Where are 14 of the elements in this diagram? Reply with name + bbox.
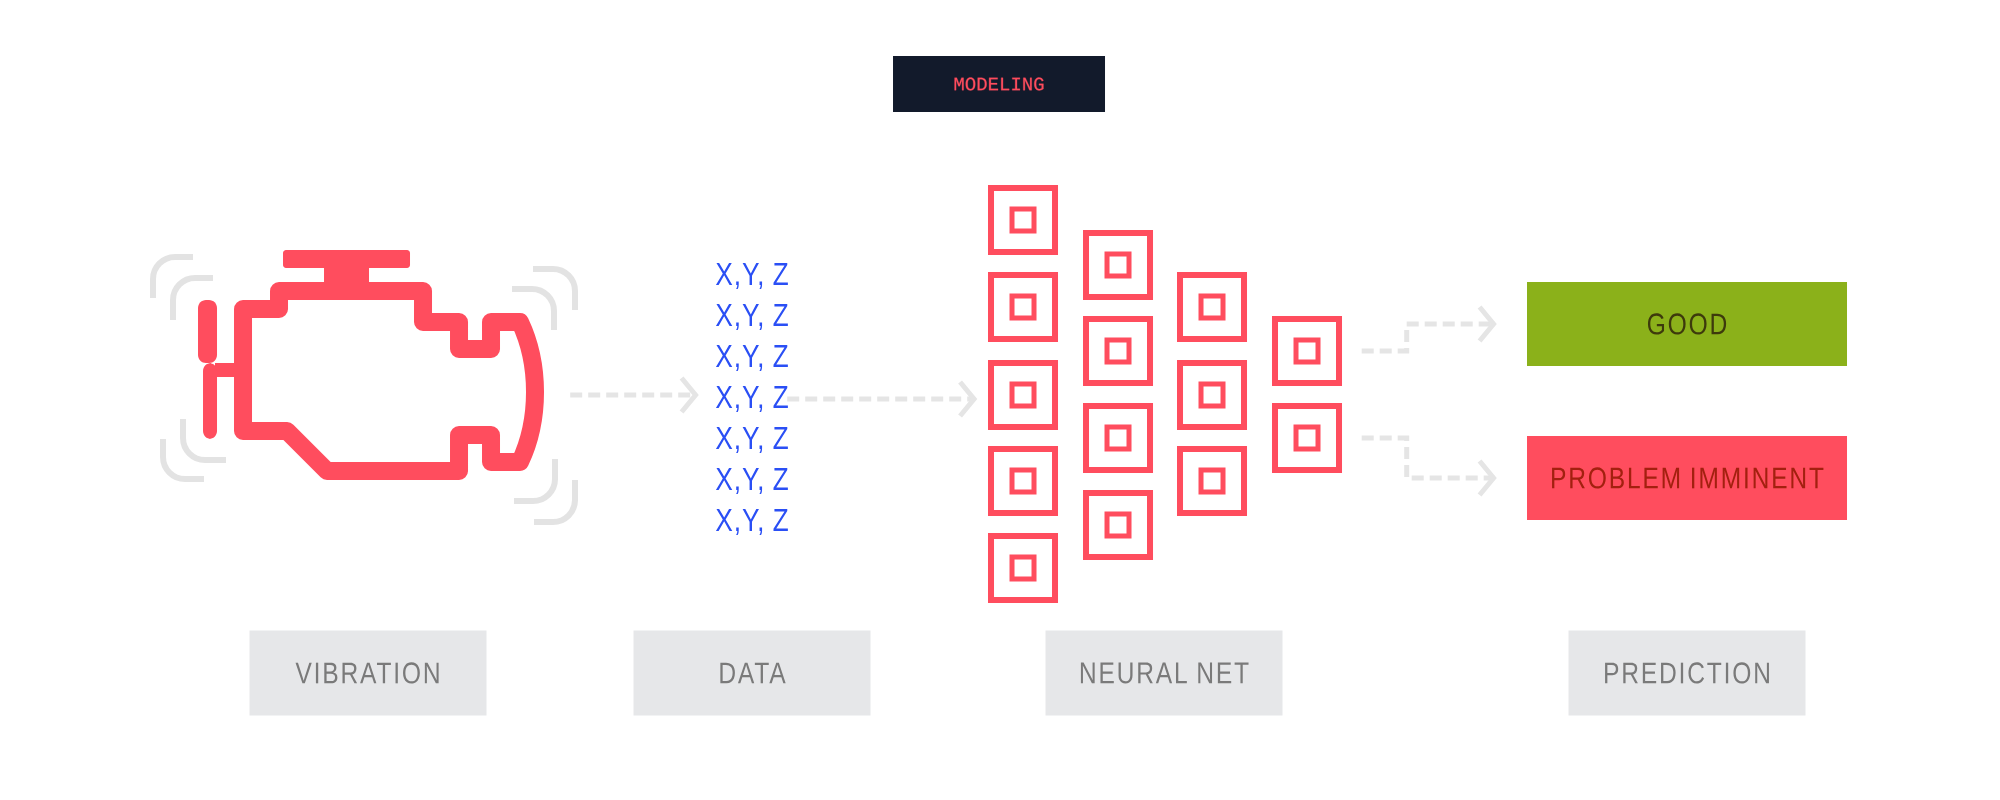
result-box: PROBLEM IMMINENT [1527,436,1847,520]
stage-label-box: NEURAL NET [1045,630,1283,716]
arrow [1361,435,1497,497]
arrow [570,376,699,414]
title-box: MODELING [893,56,1105,112]
arrow [1361,305,1497,354]
stage-label-box: DATA [633,630,871,716]
stage-label-box: VIBRATION [249,630,487,716]
result-box: GOOD [1527,282,1847,366]
stage-label-box: PREDICTION [1568,630,1806,716]
data-text: X,Y, Z X,Y, Z X,Y, Z X,Y, Z X,Y, Z X,Y, Z X,Y, Z [715,262,788,536]
arrow [787,380,978,418]
engine-drawing [150,250,578,525]
neural-net-drawing [988,185,1342,603]
